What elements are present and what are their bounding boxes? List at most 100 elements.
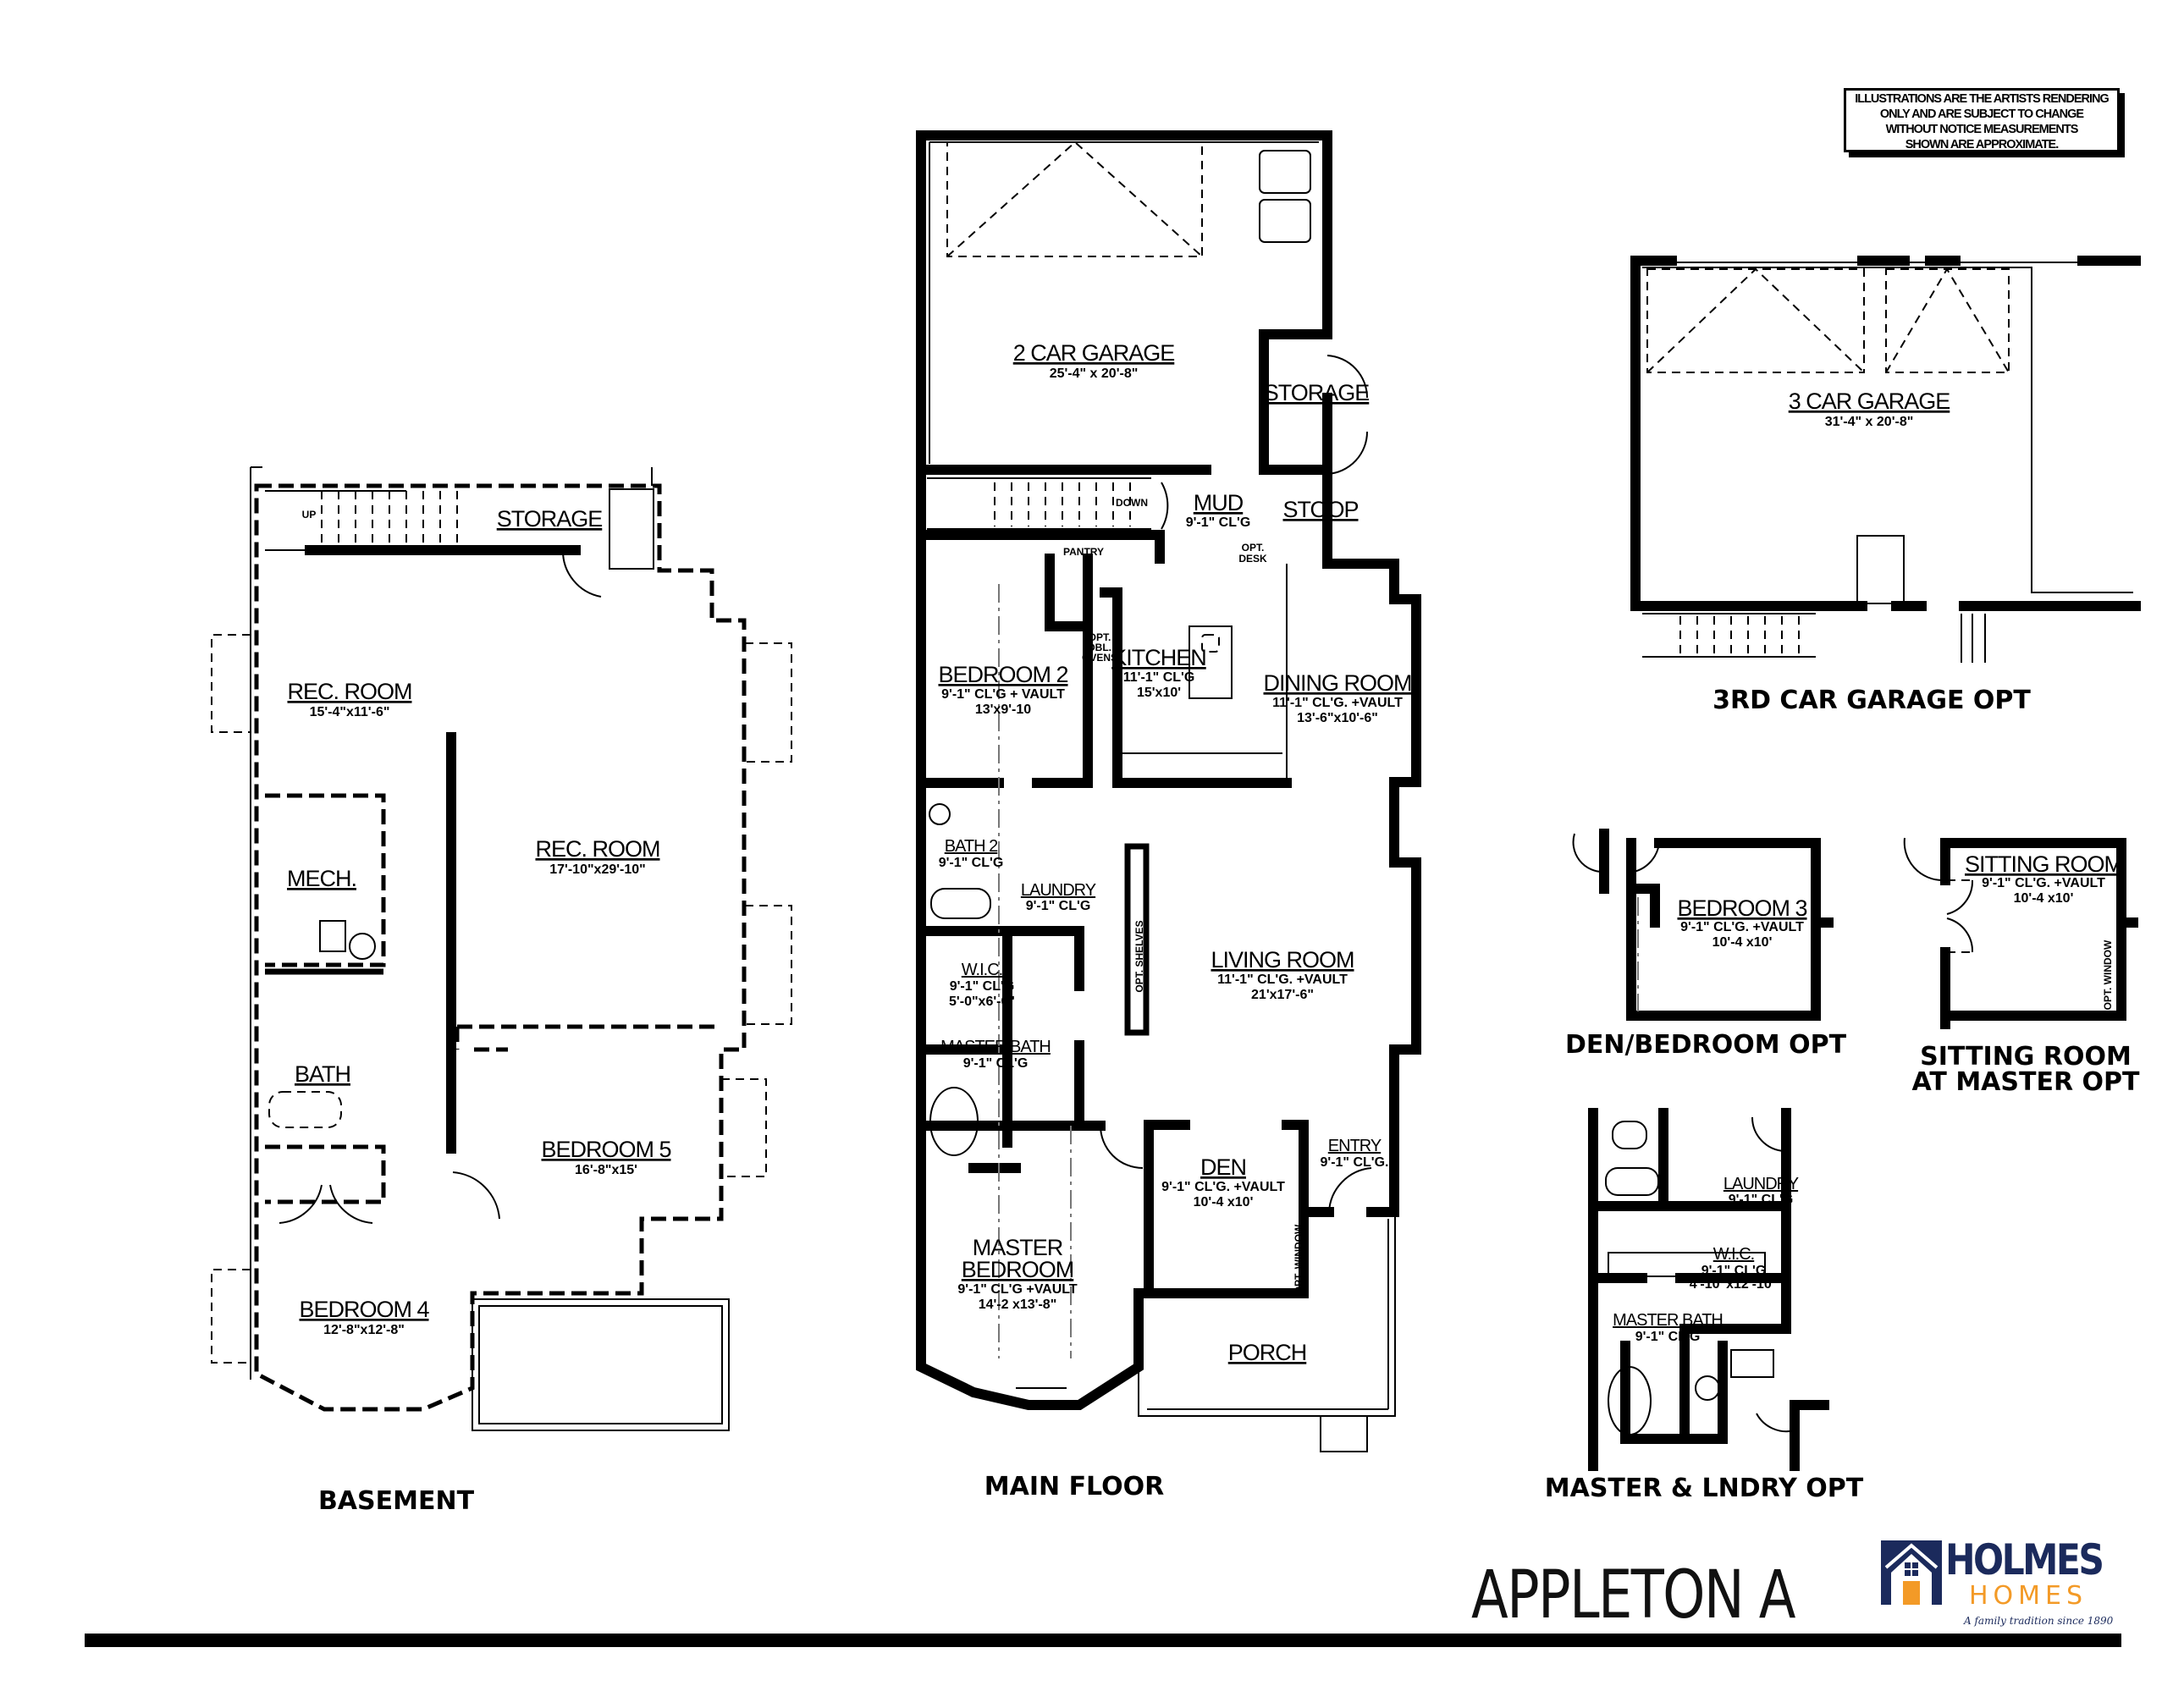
- house-logo-icon: [1881, 1540, 1942, 1605]
- room-name: 2 CAR GARAGE: [1013, 340, 1175, 366]
- basement-stairs: [265, 490, 458, 551]
- den-bedroom-option-plan: BEDROOM 3 9'-1" CL'G. +VAULT 10'-4 x10' …: [1565, 829, 1847, 1060]
- brand-name-bottom: HOMES: [1969, 1581, 2088, 1611]
- den-bedroom-option-title: DEN/BEDROOM OPT: [1565, 1030, 1847, 1060]
- room-dims: 21'x17'-6": [1251, 988, 1314, 1002]
- room-dims: 13'-6"x10'-6": [1297, 711, 1378, 725]
- room-name: ENTRY: [1328, 1137, 1382, 1155]
- room-name: BEDROOM 3: [1677, 895, 1806, 921]
- pantry-label: PANTRY: [1063, 546, 1104, 558]
- room-name: STORAGE: [497, 506, 603, 532]
- opt-ovens-label: OVENS: [1082, 652, 1117, 664]
- room-name: BEDROOM: [962, 1257, 1074, 1282]
- room-name: STORAGE: [1264, 380, 1370, 405]
- room-dims: 13'x9'-10: [975, 702, 1031, 717]
- room-ceiling: 9'-1" CL'G. +VAULT: [1161, 1180, 1285, 1194]
- sitting-room-option-plan: SITTING ROOM 9'-1" CL'G. +VAULT 10'-4 x1…: [1903, 837, 2140, 1097]
- room-name: BEDROOM 5: [541, 1137, 670, 1162]
- disclaimer-line: ILLUSTRATIONS ARE THE ARTISTS RENDERING: [1855, 92, 2110, 106]
- holmes-homes-logo: HOLMES HOMES A family tradition since 18…: [1878, 1535, 2123, 1632]
- room-dims: 10'-4 x10': [2014, 891, 2074, 906]
- sitting-option-title: SITTING ROOM: [1920, 1042, 2132, 1072]
- room-name: KITCHEN: [1111, 645, 1206, 670]
- basement-up-label: UP: [302, 509, 317, 521]
- room-name: W.I.C.: [1713, 1245, 1754, 1264]
- disclaimer-line: SHOWN ARE APPROXIMATE.: [1905, 138, 2059, 152]
- room-name: PORCH: [1228, 1340, 1307, 1365]
- stairs-down-label: DOWN: [1116, 497, 1148, 509]
- opt-ovens-label: OPT.: [1089, 631, 1111, 643]
- room-name: MUD: [1194, 490, 1244, 515]
- room-name: MECH.: [287, 866, 356, 891]
- room-name: BEDROOM 4: [299, 1297, 429, 1322]
- room-dims: 10'-4 x10': [1712, 935, 1773, 950]
- room-ceiling: 9'-1" CL'G.: [1321, 1155, 1389, 1170]
- basement-title: BASEMENT: [318, 1486, 475, 1516]
- room-ceiling: 9'-1" CL'G: [963, 1056, 1029, 1071]
- room-dims: 4'-10"x12'-10": [1690, 1277, 1779, 1292]
- room-dims: 14'-2 x13'-8": [979, 1298, 1057, 1312]
- room-ceiling: 9'-1" CL'G. +VAULT: [1982, 876, 2105, 890]
- room-dims: 16'-8"x15': [575, 1163, 637, 1177]
- disclaimer-line: ONLY AND ARE SUBJECT TO CHANGE: [1879, 107, 2084, 121]
- room-name: W.I.C.: [962, 961, 1002, 979]
- room-name: DINING ROOM: [1264, 670, 1412, 696]
- room-name: BEDROOM 2: [938, 662, 1067, 687]
- room-ceiling: 9'-1" CL'G: [1026, 899, 1091, 913]
- master-laundry-option-plan: LAUNDRY 9'-1" CL'G W.I.C. 9'-1" CL'G 4'-…: [1545, 1108, 1864, 1503]
- room-ceiling: 11'-1" CL'G: [1123, 670, 1195, 685]
- opt-desk-label: DESK: [1238, 553, 1267, 565]
- room-ceiling: 9'-1" CL'G +VAULT: [957, 1282, 1078, 1297]
- brand-tagline: A family tradition since 1890: [1964, 1615, 2114, 1627]
- opt-window-label: OPT. WINDOW: [2102, 939, 2114, 1010]
- opt-window-label: OPT. WINDOW: [1293, 1224, 1304, 1294]
- room-ceiling: 9'-1" CL'G: [1729, 1193, 1794, 1207]
- room-ceiling: 9'-1" CL'G + VAULT: [941, 687, 1065, 702]
- sitting-option-title: AT MASTER OPT: [1912, 1067, 2140, 1097]
- room-name: STOOP: [1282, 497, 1358, 522]
- room-ceiling: 9'-1" CL'G: [939, 856, 1004, 870]
- disclaimer-line: WITHOUT NOTICE MEASUREMENTS: [1885, 123, 2079, 136]
- room-name: LAUNDRY: [1723, 1175, 1799, 1193]
- room-dims: 17'-10"x29'-10": [549, 862, 646, 877]
- room-name: BATH: [295, 1061, 350, 1087]
- garage-option-title: 3RD CAR GARAGE OPT: [1712, 686, 2031, 715]
- room-ceiling: 9'-1" CL'G: [1701, 1264, 1767, 1278]
- plan-title: APPLETON A: [1471, 1557, 1796, 1634]
- room-ceiling: 9'-1" CL'G: [1186, 515, 1251, 530]
- room-name: LAUNDRY: [1021, 881, 1096, 900]
- room-name: REC. ROOM: [535, 836, 659, 862]
- room-ceiling: 9'-1" CL'G: [1635, 1330, 1701, 1344]
- main-floor-title: MAIN FLOOR: [984, 1472, 1164, 1501]
- room-name: BATH 2: [945, 837, 998, 856]
- opt-shelves-label: OPT. SHELVES: [1133, 920, 1145, 992]
- opt-ovens-label: DBL.: [1088, 642, 1111, 653]
- main-floor-plan: 2 CAR GARAGE 25'-4" x 20'-8" STORAGE MUD…: [916, 130, 1421, 1501]
- opt-desk-label: OPT.: [1242, 542, 1265, 554]
- room-ceiling: 9'-1" CL'G. +VAULT: [1680, 920, 1804, 934]
- brand-name-top: HOLMES: [1945, 1535, 2104, 1584]
- room-name: REC. ROOM: [287, 679, 411, 704]
- footer-rule: [85, 1634, 2121, 1647]
- room-name: LIVING ROOM: [1211, 947, 1354, 972]
- room-dims: 15'-4"x11'-6": [310, 705, 390, 719]
- room-name: 3 CAR GARAGE: [1789, 388, 1950, 414]
- room-name: MASTER BATH: [1613, 1311, 1723, 1330]
- room-dims: 10'-4 x10': [1194, 1195, 1254, 1209]
- room-dims: 15'x10': [1137, 686, 1181, 700]
- room-ceiling: 9'-1" CL'G: [950, 979, 1015, 994]
- room-name: DEN: [1200, 1154, 1246, 1180]
- room-ceiling: 11'-1" CL'G. +VAULT: [1217, 972, 1348, 987]
- room-dims: 12'-8"x12'-8": [323, 1323, 405, 1337]
- room-name: MASTER: [973, 1235, 1063, 1260]
- room-dims: 5'-0"x6'-0": [949, 995, 1015, 1009]
- disclaimer-box: ILLUSTRATIONS ARE THE ARTISTS RENDERING …: [1844, 88, 2120, 152]
- room-name: SITTING ROOM: [1965, 851, 2122, 877]
- basement-plan: UP STORAGE REC. ROOM 15'-4"x11'-6" REC. …: [211, 466, 792, 1516]
- room-dims: 25'-4" x 20'-8": [1050, 366, 1139, 381]
- master-laundry-option-title: MASTER & LNDRY OPT: [1545, 1474, 1864, 1503]
- garage-option-plan: 3 CAR GARAGE 31'-4" x 20'-8" 3RD CAR GAR…: [1630, 256, 2141, 715]
- room-name: MASTER BATH: [940, 1038, 1051, 1056]
- room-dims: 31'-4" x 20'-8": [1825, 415, 1914, 429]
